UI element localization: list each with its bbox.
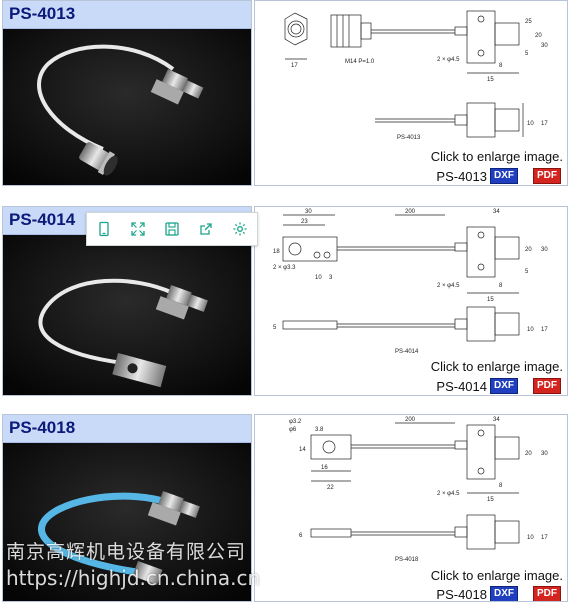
- drawing-panel: φ3.2 φ6 3.8 200 34 14 16 22 2 × φ4.5 15 …: [254, 414, 568, 602]
- hole-label: 2 × φ4.5: [437, 283, 460, 289]
- dim-label: 8: [499, 283, 503, 289]
- watermark-url: https://highjd.cn.china.cn: [6, 566, 261, 590]
- model-label: PS-4014: [436, 378, 487, 394]
- drawing-panel: 30 23 200 34 18 10 3 2 × φ3.3 2 × φ4.5 5…: [254, 206, 568, 396]
- dim-label: 30: [541, 43, 548, 49]
- dim-label: 17: [291, 63, 298, 69]
- download-row: PS-4013 DXF PDF: [436, 168, 561, 184]
- dim-label: 30: [541, 451, 548, 457]
- download-row: PS-4018 DXF PDF: [436, 586, 561, 602]
- product-block-ps4013: PS-4013: [0, 0, 568, 186]
- product-title-bar: PS-4013: [3, 1, 251, 29]
- mobile-view-button[interactable]: [87, 213, 121, 245]
- tablet-icon: [99, 221, 109, 237]
- model-label: PS-4013: [436, 168, 487, 184]
- dim-label: 10: [527, 535, 534, 541]
- drawing-caption: PS-4018: [395, 557, 419, 563]
- dim-label: 200: [405, 417, 416, 423]
- product-panel: PS-4018: [2, 414, 252, 602]
- dim-label: 15: [487, 297, 494, 303]
- share-button[interactable]: [189, 213, 223, 245]
- enlarge-link[interactable]: Click to enlarge image.: [430, 149, 563, 164]
- hole-label: 2 × φ4.5: [437, 57, 460, 63]
- enlarge-link[interactable]: Click to enlarge image.: [430, 359, 563, 374]
- product-title-bar: PS-4018: [3, 415, 251, 443]
- dim-label: 20: [525, 451, 532, 457]
- save-button[interactable]: [155, 213, 189, 245]
- pdf-download-button[interactable]: PDF: [533, 378, 561, 394]
- technical-drawing[interactable]: 30 23 200 34 18 10 3 2 × φ3.3 2 × φ4.5 5…: [255, 207, 567, 357]
- dim-label: 25: [525, 19, 532, 25]
- dim-label: 20: [525, 247, 532, 253]
- product-block-ps4018: PS-4018: [0, 414, 568, 602]
- hole-label: 2 × φ4.5: [437, 491, 460, 497]
- dim-label: 18: [273, 249, 280, 255]
- thread-label: M14 P=1.0: [345, 59, 375, 65]
- gear-icon: [233, 222, 247, 236]
- enlarge-link[interactable]: Click to enlarge image.: [430, 568, 563, 583]
- technical-drawing[interactable]: φ3.2 φ6 3.8 200 34 14 16 22 2 × φ4.5 15 …: [255, 415, 567, 565]
- dim-label: 34: [493, 209, 500, 215]
- dim-label: 17: [541, 327, 548, 333]
- download-row: PS-4014 DXF PDF: [436, 378, 561, 394]
- dim-label: 6: [299, 533, 303, 539]
- dim-label: 8: [499, 63, 503, 69]
- dim-label: φ6: [289, 427, 297, 433]
- dim-label: 30: [541, 247, 548, 253]
- product-photo[interactable]: [3, 235, 251, 395]
- dim-label: 8: [499, 483, 503, 489]
- settings-button[interactable]: [223, 213, 257, 245]
- technical-drawing[interactable]: 17 M14 P=1.0 2 × φ4.5 15 8 25 20 5 30 10…: [255, 1, 567, 151]
- drawing-panel: 17 M14 P=1.0 2 × φ4.5 15 8 25 20 5 30 10…: [254, 0, 568, 186]
- dim-label: φ3.2: [289, 419, 302, 425]
- dim-label: 17: [541, 535, 548, 541]
- expand-icon: [131, 222, 145, 236]
- watermark-company: 南京高辉机电设备有限公司: [6, 541, 247, 563]
- dim-label: 3.8: [315, 427, 324, 433]
- share-icon: [200, 223, 212, 235]
- dim-label: 34: [493, 417, 500, 423]
- product-photo[interactable]: [3, 29, 251, 185]
- save-icon: [165, 222, 179, 236]
- product-title: PS-4014: [9, 210, 76, 229]
- image-toolbar: [86, 212, 258, 246]
- pdf-download-button[interactable]: PDF: [533, 168, 561, 184]
- dim-label: 14: [299, 447, 306, 453]
- product-title: PS-4018: [9, 418, 76, 437]
- model-label: PS-4018: [436, 586, 487, 602]
- product-photo[interactable]: [3, 443, 251, 601]
- dxf-download-button[interactable]: DXF: [490, 378, 518, 394]
- product-panel: PS-4013: [2, 0, 252, 186]
- dim-label: 10: [315, 275, 322, 281]
- drawing-caption: PS-4013: [397, 135, 421, 141]
- dim-label: 5: [525, 269, 529, 275]
- dim-label: 200: [405, 209, 416, 215]
- dim-label: 15: [487, 497, 494, 503]
- dxf-download-button[interactable]: DXF: [490, 586, 518, 601]
- dim-label: 5: [273, 325, 277, 331]
- fullscreen-button[interactable]: [121, 213, 155, 245]
- dim-label: 16: [321, 465, 328, 471]
- hole-label: 2 × φ3.3: [273, 265, 296, 271]
- pdf-download-button[interactable]: PDF: [533, 586, 561, 601]
- dim-label: 10: [527, 327, 534, 333]
- dim-label: 17: [541, 121, 548, 127]
- product-title: PS-4013: [9, 4, 76, 23]
- dim-label: 3: [329, 275, 333, 281]
- drawing-caption: PS-4014: [395, 349, 419, 355]
- dxf-download-button[interactable]: DXF: [490, 168, 518, 184]
- dim-label: 20: [535, 33, 542, 39]
- dim-label: 10: [527, 121, 534, 127]
- dim-label: 15: [487, 77, 494, 83]
- dim-label: 5: [525, 51, 529, 57]
- dim-label: 30: [305, 209, 312, 215]
- dim-label: 22: [327, 485, 334, 491]
- dim-label: 23: [301, 219, 308, 225]
